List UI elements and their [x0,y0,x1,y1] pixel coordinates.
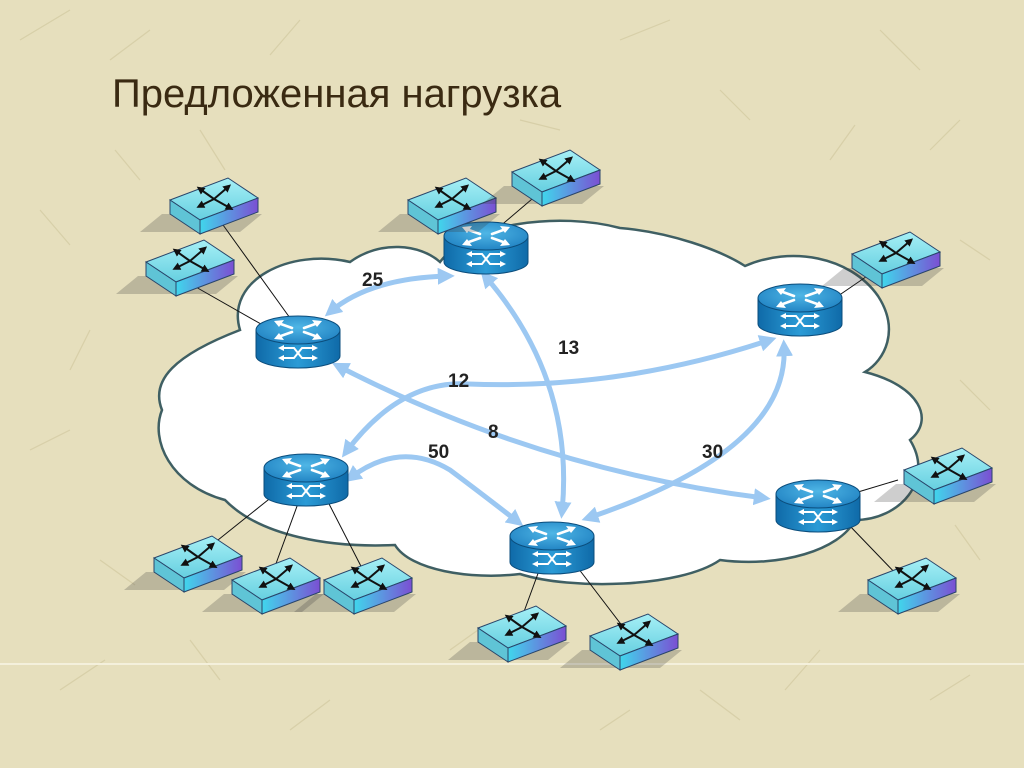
link-s6-r-lower-right [857,479,899,493]
flow-label-30: 30 [702,442,723,463]
router-icon [262,452,350,508]
switch-icon [378,178,500,234]
link-s1-r-left [217,217,291,319]
flow-label-25: 25 [362,270,384,291]
flow-label-12: 12 [448,371,469,392]
switch-icon [822,232,944,288]
switch-icon [838,558,960,614]
link-s10-r-lower-left [325,497,367,577]
switch-icon [116,240,238,296]
traffic-flows [324,267,794,527]
router-icon [756,282,844,338]
flow-label-8: 8 [488,422,499,443]
router-icon [774,478,862,534]
switch-icon [482,150,604,206]
switch-icon [448,606,570,662]
switch-icon [560,614,682,670]
flow-arrow-25 [324,267,455,317]
flow-arrow-50 [344,454,524,527]
switch-icon [124,536,246,592]
link-s7-r-lower-right [847,523,901,579]
flow-label-50: 50 [428,442,449,463]
flow-label-13: 13 [558,338,579,359]
slide-title: Предложенная нагрузка [112,72,562,116]
router-icon [508,520,596,576]
router-icon [254,314,342,370]
switch-icon [140,178,262,234]
flow-arrow-30 [581,339,794,523]
